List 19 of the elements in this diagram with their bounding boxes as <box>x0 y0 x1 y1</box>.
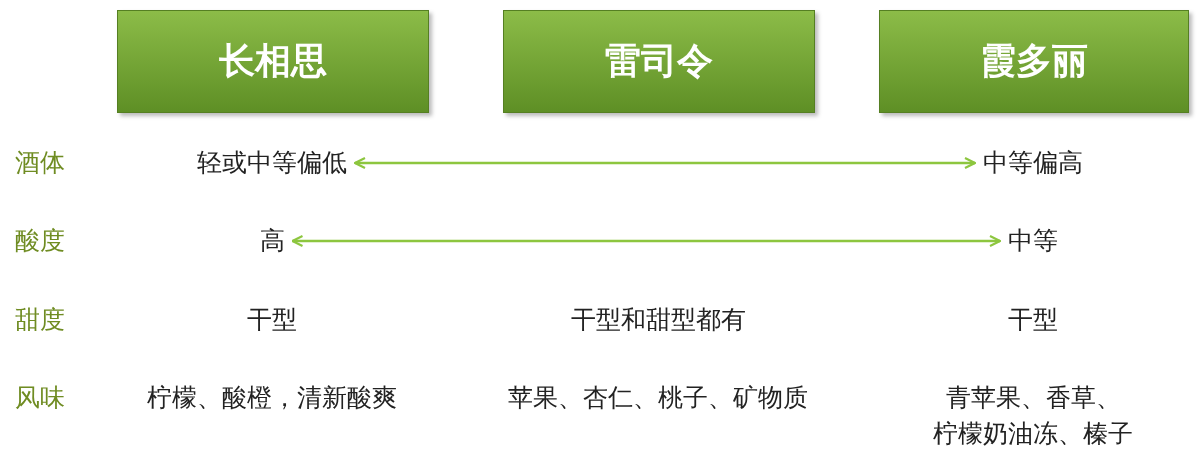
cell-text: 干型和甜型都有 <box>570 305 746 334</box>
double-arrow <box>353 156 977 170</box>
cell-text: 干型 <box>1008 305 1058 334</box>
cell-text: 高 <box>259 223 285 259</box>
cell-text: 干型 <box>247 305 297 334</box>
cell-text: 柠檬、酸橙，清新酸爽 <box>147 383 397 412</box>
cell-text: 青苹果、香草、柠檬奶油冻、榛子 <box>933 383 1133 448</box>
cell-text: 苹果、杏仁、桃子、矿物质 <box>508 383 808 412</box>
row-label: 风味 <box>15 383 65 412</box>
row-label: 酸度 <box>15 226 65 255</box>
header-box: 雷司令 <box>503 10 815 113</box>
cell-text: 中等 <box>1008 223 1058 259</box>
row-label: 酒体 <box>15 148 65 177</box>
cell-text: 中等偏高 <box>983 145 1083 181</box>
double-arrow <box>291 234 1002 248</box>
header-box: 霞多丽 <box>879 10 1189 113</box>
row-label: 甜度 <box>15 305 65 334</box>
header-box: 长相思 <box>117 10 429 113</box>
cell-text: 轻或中等偏低 <box>197 145 347 181</box>
